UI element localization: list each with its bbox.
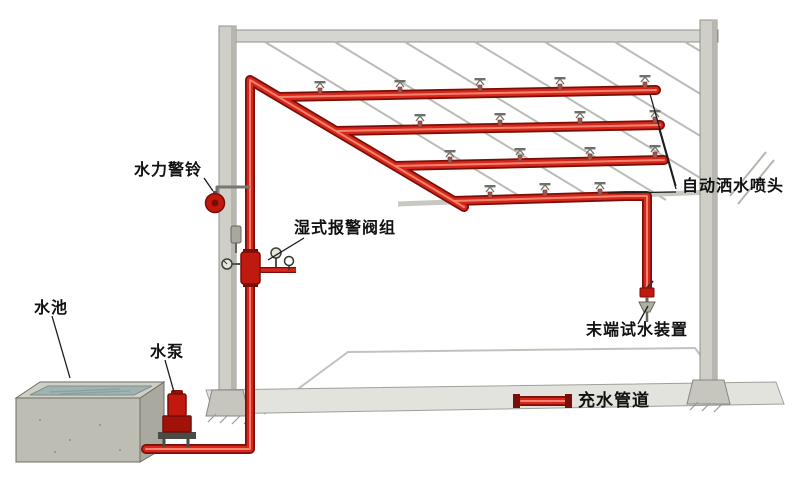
pump-motor [167,393,187,417]
leader-lines [51,93,677,393]
end-test-device [638,280,656,322]
label-legend-pipe: 充水管道 [578,391,650,410]
pump-body [162,415,192,433]
label-water-pump: 水泵 [150,344,185,361]
wet-alarm-valve-assembly [221,225,296,287]
pressure-gauge-icon [270,247,282,259]
label-end-test-device: 末端试水装置 [586,322,689,339]
delay-chamber [230,225,242,244]
water-tank [14,381,166,463]
valve-handwheel-icon [283,255,295,267]
label-sprinkler-heads: 自动洒水喷头 [682,178,785,195]
label-hydraulic-alarm-bell: 水力警铃 [134,162,203,179]
hydraulic-alarm-bell [204,185,250,214]
building-structure [205,19,785,425]
label-water-pool: 水池 [34,300,69,317]
test-valve [639,287,655,298]
label-wet-alarm-valve: 湿式报警阀组 [294,220,397,237]
fire-pump [158,390,196,447]
left-footing [205,389,250,417]
wall-break-marks [729,151,775,205]
alarm-valve-body [240,251,261,285]
legend-pipe [513,394,572,408]
right-footing [686,379,731,405]
ceiling-beam [225,29,719,43]
